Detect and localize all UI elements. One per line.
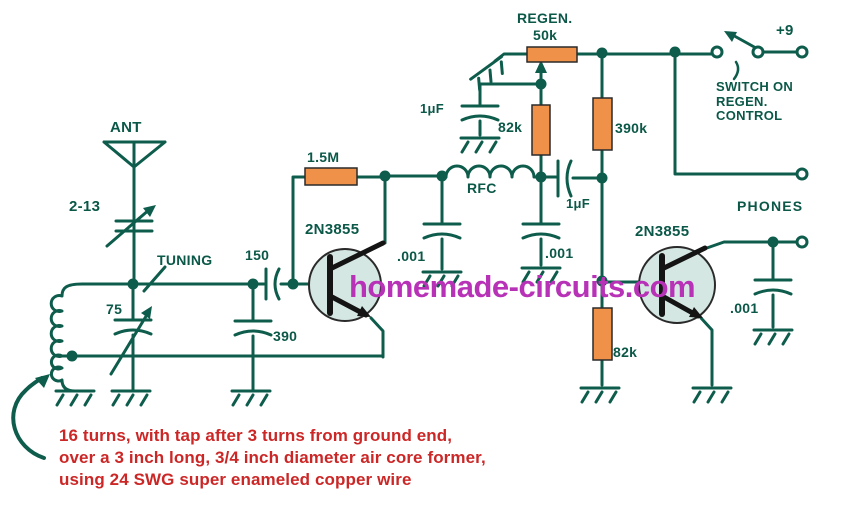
regen-switch-icon xyxy=(710,31,809,81)
arrowhead-wiper xyxy=(535,60,547,73)
regen-pot-body xyxy=(526,46,578,63)
ground-icon xyxy=(110,389,152,407)
ant-label: ANT xyxy=(110,119,142,136)
phones-label: PHONES xyxy=(737,198,804,214)
q1-label: 2N3855 xyxy=(305,221,360,238)
cap-001-left-label: .001 xyxy=(397,248,426,264)
variable-capacitor-75-icon xyxy=(109,282,153,393)
coil-note-line1: 16 turns, with tap after 3 turns from gr… xyxy=(59,426,453,445)
ground-icon xyxy=(579,386,621,404)
antenna-icon xyxy=(102,140,167,286)
cap-1uf-bypass-label: 1μF xyxy=(420,101,445,116)
regen-value-label: 50k xyxy=(533,27,558,43)
capacitor-001-mid-icon xyxy=(521,175,561,267)
resistor-82k-bottom-body xyxy=(592,307,613,361)
supply-label: +9 xyxy=(776,22,794,39)
cap-150-label: 150 xyxy=(245,247,270,263)
cap-1uf-coupling-label: 1μF xyxy=(566,196,591,211)
resistor-390k-label: 390k xyxy=(615,120,648,136)
capacitor-1uf-coupling-icon xyxy=(539,159,602,198)
resistor-1-5m-body xyxy=(304,167,358,186)
capacitor-001-right-icon xyxy=(753,240,793,329)
cap-001-mid-label: .001 xyxy=(545,245,574,261)
switch-caption-line2: REGEN. xyxy=(716,93,768,109)
cap-2-13-label: 2-13 xyxy=(69,198,101,215)
arrowhead-note xyxy=(35,374,50,388)
resistor-82k-top-body xyxy=(531,104,551,156)
q2-label: 2N3855 xyxy=(635,223,690,240)
switch-caption: SWITCH ON REGEN. CONTROL xyxy=(716,79,794,124)
rfc-coil-icon xyxy=(444,164,543,179)
regen-name-label: REGEN. xyxy=(517,10,573,26)
resistor-82k-bottom-label: 82k xyxy=(613,344,638,360)
capacitor-001-left-icon xyxy=(422,174,462,271)
transistor-q1-icon xyxy=(308,240,386,322)
transistor-q2-icon xyxy=(638,245,716,324)
ground-icon xyxy=(230,389,272,407)
capacitor-390-icon xyxy=(233,282,273,393)
arrowhead-switch xyxy=(724,31,737,42)
ground-icon xyxy=(54,389,96,407)
cap-390-label: 390 xyxy=(273,328,298,344)
wire-q1-emitter xyxy=(369,316,385,359)
junction-dots xyxy=(66,46,779,362)
arrowhead xyxy=(141,306,152,319)
resistor-82k-top-label: 82k xyxy=(498,119,523,135)
capacitor-150-icon xyxy=(251,267,295,301)
phones-terminal-top xyxy=(795,167,809,181)
arrowhead xyxy=(143,205,156,217)
wire-q2-collector xyxy=(702,240,770,251)
ground-icon xyxy=(459,136,501,154)
site-watermark: homemade-circuits.com xyxy=(349,269,696,304)
ground-icon xyxy=(752,328,794,346)
resistor-390k-body xyxy=(592,97,613,151)
ground-icon xyxy=(691,386,733,404)
coil-note-line3: using 24 SWG super enameled copper wire xyxy=(59,470,412,489)
cap-001-right-label: .001 xyxy=(730,300,759,316)
rfc-label: RFC xyxy=(467,180,497,196)
variable-capacitor-2-13-icon xyxy=(105,207,154,248)
note-arrow xyxy=(11,376,46,460)
tuning-label: TUNING xyxy=(157,252,213,268)
switch-caption-line3: CONTROL xyxy=(716,108,783,123)
wire-phones-top xyxy=(673,50,798,176)
coil-winding-note: 16 turns, with tap after 3 turns from gr… xyxy=(59,425,486,491)
tuning-pointer xyxy=(142,265,167,293)
phones-terminal-bottom xyxy=(795,235,809,249)
coil-note-line2: over a 3 inch long, 3/4 inch diameter ai… xyxy=(59,448,486,467)
switch-caption-line1: SWITCH ON xyxy=(716,79,794,94)
resistor-1-5m-label: 1.5M xyxy=(307,149,340,165)
cap-75-label: 75 xyxy=(106,301,123,317)
wire-q2-emitter xyxy=(699,316,714,387)
